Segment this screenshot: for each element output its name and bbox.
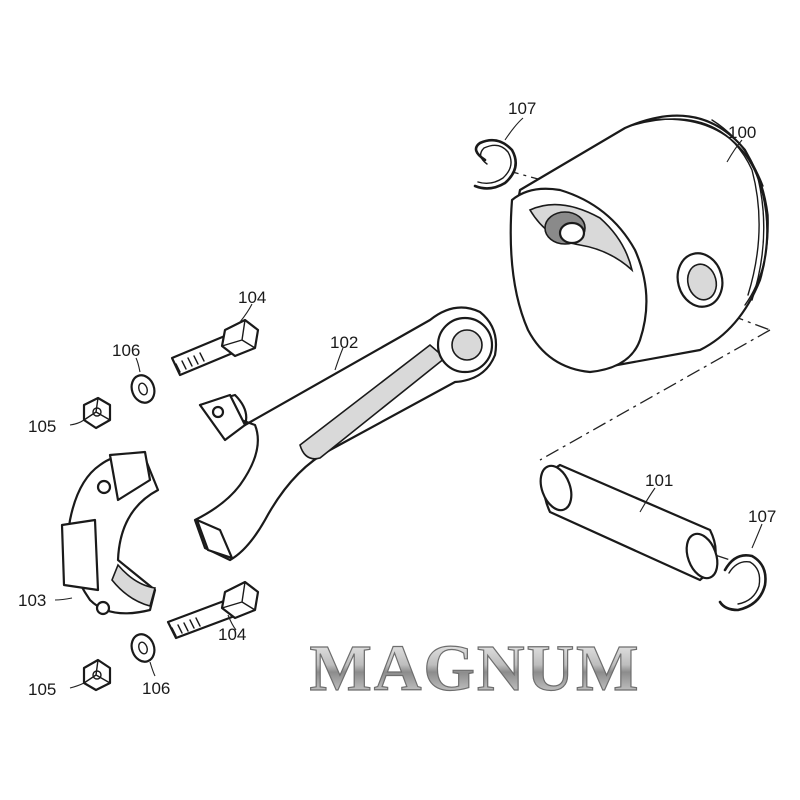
connecting-rod <box>193 306 498 562</box>
bolt-bottom <box>166 580 260 640</box>
callout-clip-top: 107 <box>508 99 536 118</box>
callout-washer-bottom: 106 <box>142 679 170 698</box>
rod-cap <box>60 450 160 616</box>
callout-connecting-rod: 102 <box>330 333 358 352</box>
nut-top <box>82 396 112 430</box>
callout-nut-bottom: 105 <box>28 680 56 699</box>
callout-bolt-top: 104 <box>238 288 266 307</box>
magnum-logo: MAGNUM <box>310 632 641 705</box>
circlip-right <box>718 554 767 612</box>
callout-nut-top: 105 <box>28 417 56 436</box>
circlip-top <box>473 138 517 190</box>
callout-piston: 100 <box>728 123 756 142</box>
washer-bottom <box>130 633 156 663</box>
callout-piston-pin: 101 <box>645 471 673 490</box>
piston-pin <box>539 463 719 582</box>
callout-clip-right: 107 <box>748 507 776 526</box>
washer-top <box>130 374 156 404</box>
callout-bolt-bottom: 104 <box>218 625 246 644</box>
callout-washer-top: 106 <box>112 341 140 360</box>
nut-bottom <box>82 658 112 692</box>
callout-rod-cap: 103 <box>18 591 46 610</box>
bolt-top <box>170 318 260 377</box>
piston <box>509 114 769 374</box>
